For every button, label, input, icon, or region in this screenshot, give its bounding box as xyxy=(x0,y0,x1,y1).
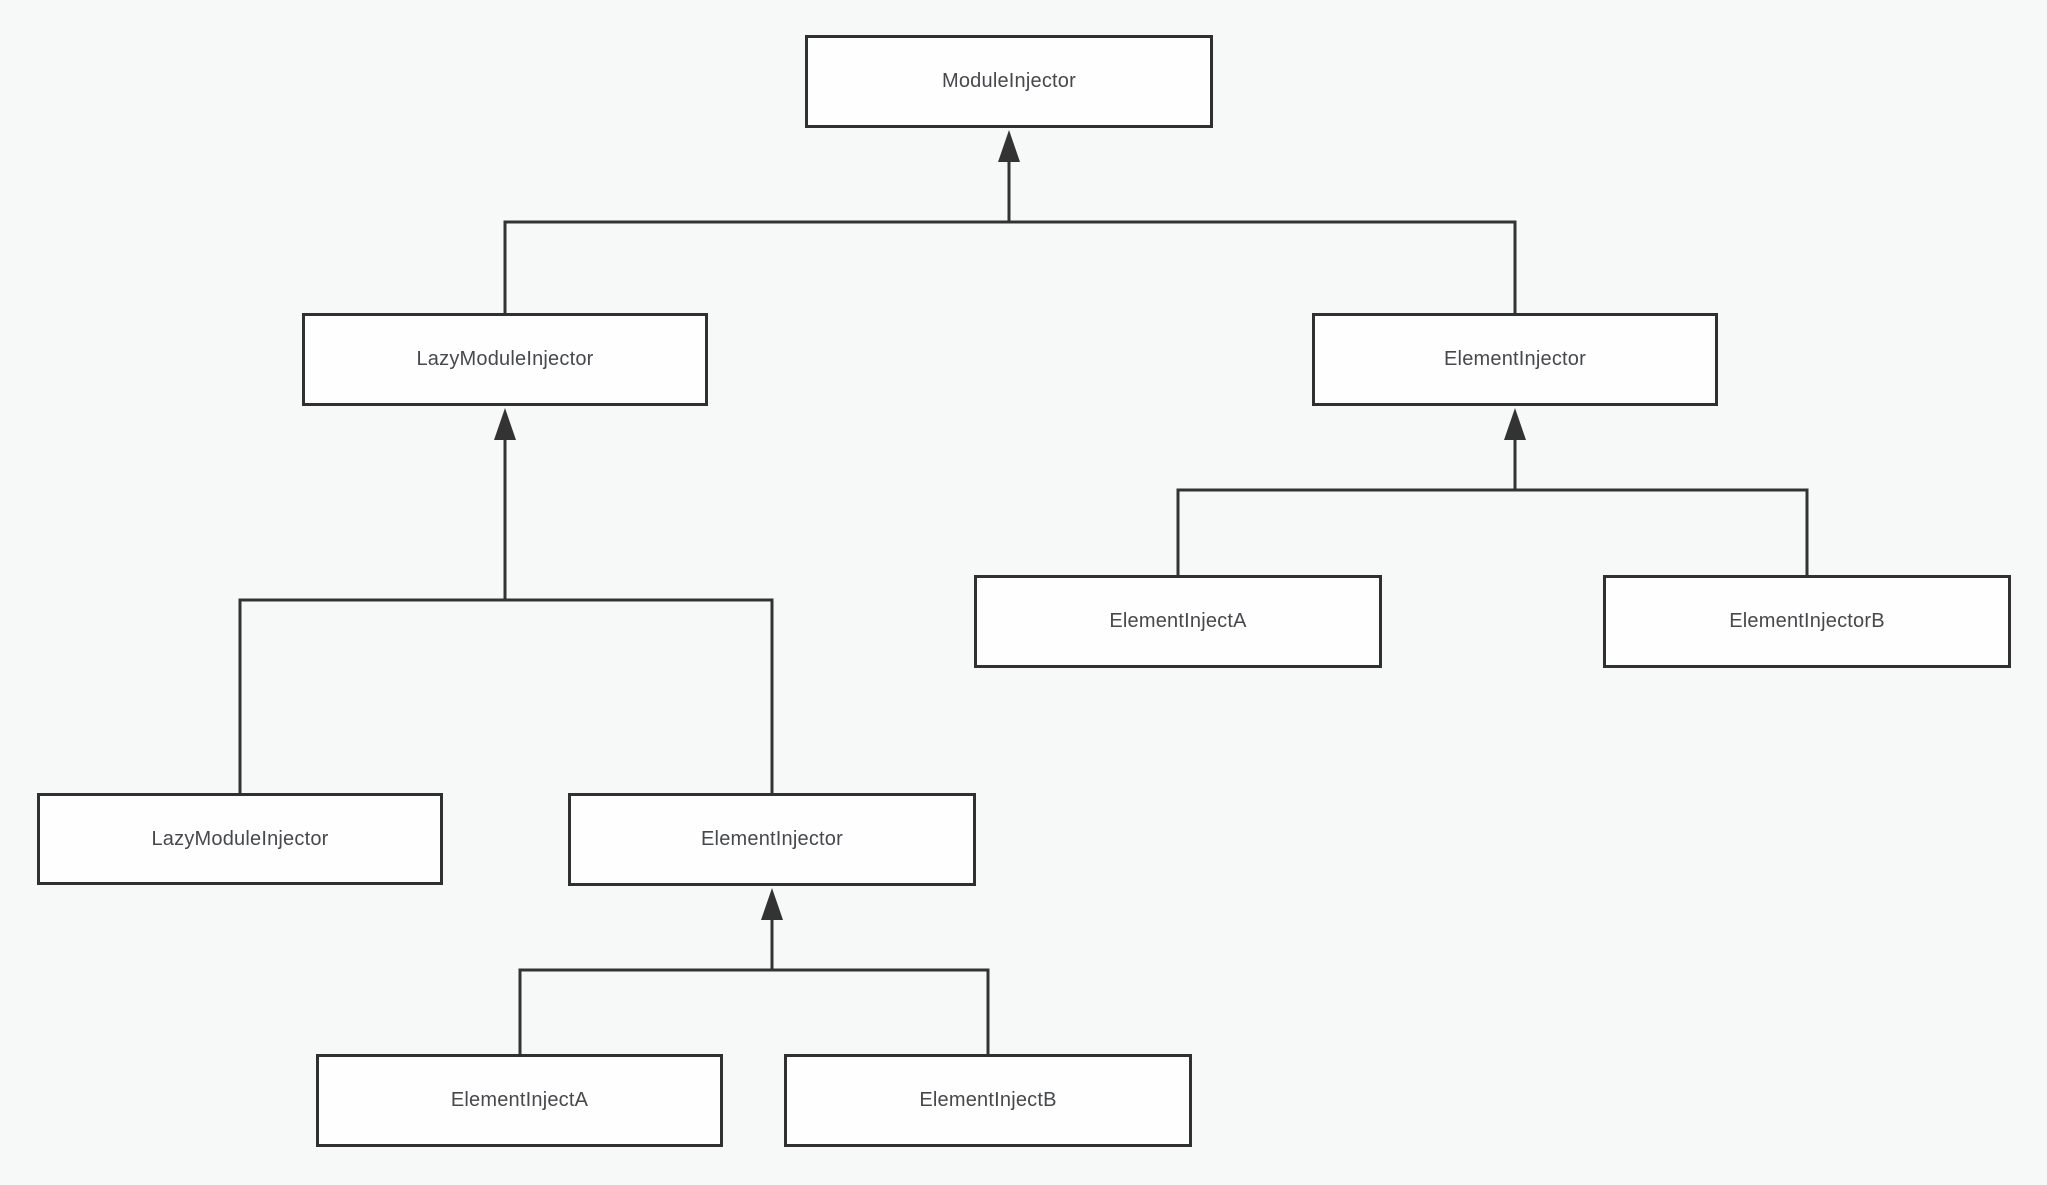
node-element-inject-a-bottom: ElementInjectA xyxy=(316,1054,723,1147)
edge-bus-elementinjector-mid-children xyxy=(518,968,990,1054)
node-element-injector-mid: ElementInjector xyxy=(568,793,976,886)
node-label: ElementInjectA xyxy=(1109,610,1247,632)
node-element-inject-b-bottom: ElementInjectB xyxy=(784,1054,1192,1147)
node-label: LazyModuleInjector xyxy=(416,348,594,370)
node-element-injector-b: ElementInjectorB xyxy=(1603,575,2011,668)
node-label: ModuleInjector xyxy=(942,70,1076,92)
edge-bus-moduleinjector-children xyxy=(503,220,1517,313)
node-element-injector-top: ElementInjector xyxy=(1312,313,1718,406)
edge-bus-elementinjector-top-children xyxy=(1176,488,1809,575)
arrowhead-to-lazymoduleinjector xyxy=(494,408,516,440)
arrowhead-to-moduleinjector xyxy=(998,130,1020,162)
node-module-injector: ModuleInjector xyxy=(805,35,1213,128)
node-label: ElementInjector xyxy=(1444,348,1586,370)
node-label: ElementInjector xyxy=(701,828,843,850)
node-lazy-module-injector-bottom: LazyModuleInjector xyxy=(37,793,443,885)
node-label: LazyModuleInjector xyxy=(151,827,329,850)
node-element-inject-a-right: ElementInjectA xyxy=(974,575,1382,668)
node-lazy-module-injector-top: LazyModuleInjector xyxy=(302,313,708,406)
arrowhead-to-elementinjector-top xyxy=(1504,408,1526,440)
node-label: ElementInjectB xyxy=(919,1089,1057,1111)
node-label: ElementInjectA xyxy=(450,1089,589,1111)
edge-bus-lazymoduleinjector-children xyxy=(238,598,774,793)
node-label: ElementInjectorB xyxy=(1729,610,1885,632)
arrowhead-to-elementinjector-mid xyxy=(761,888,783,920)
